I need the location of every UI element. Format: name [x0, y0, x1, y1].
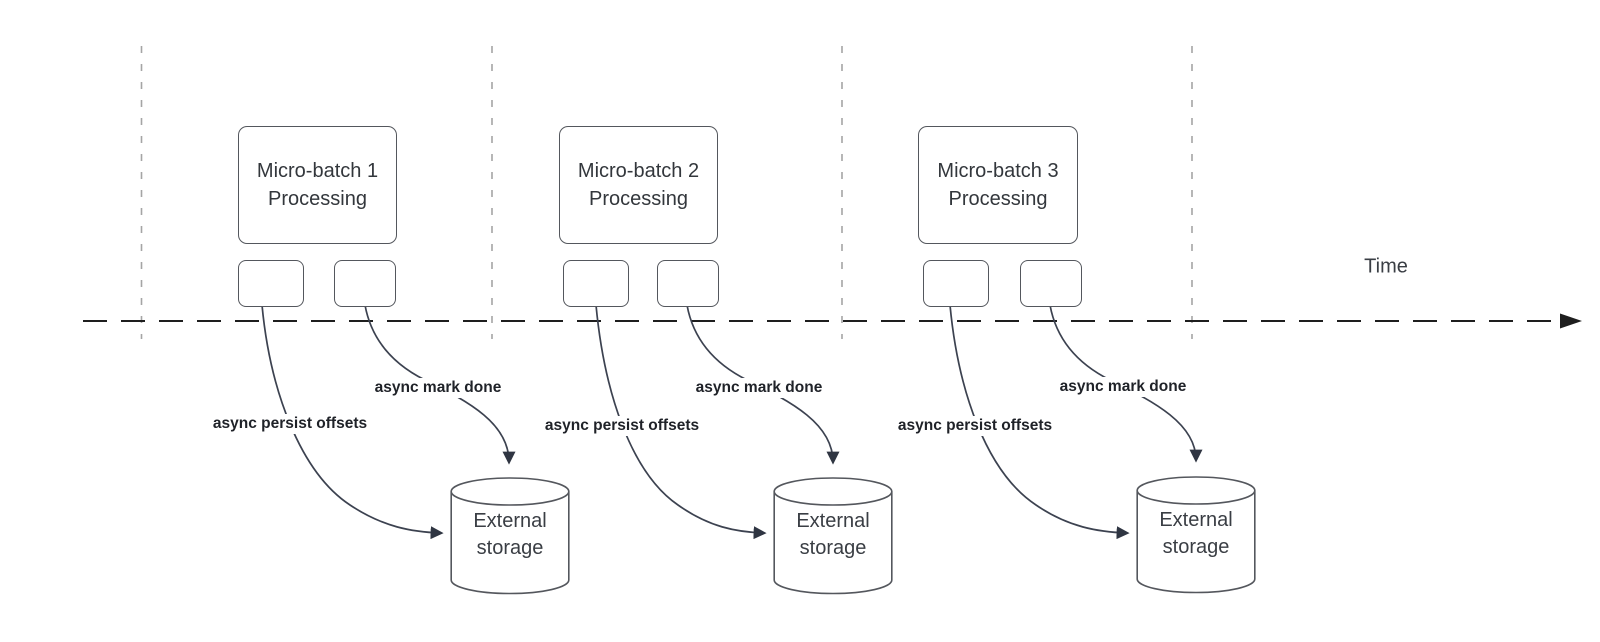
micro-batch-2-label: Micro-batch 2 Processing — [577, 160, 700, 210]
time-axis-arrowhead — [1560, 313, 1582, 329]
external-storage-3: External storage — [1136, 476, 1256, 594]
done-source-box-2 — [657, 260, 719, 307]
time-axis-label: Time — [1364, 255, 1408, 278]
external-storage-label-3: External storage — [1159, 509, 1233, 558]
micro-batch-1-box: Micro-batch 1 Processing — [238, 126, 397, 244]
mark-done-label-2: async mark done — [692, 378, 826, 398]
persist-source-box-3 — [923, 260, 989, 307]
micro-batch-3-box: Micro-batch 3 Processing — [918, 126, 1078, 244]
external-storage-2: External storage — [773, 477, 893, 595]
micro-batch-3-label: Micro-batch 3 Processing — [937, 160, 1059, 210]
cylinder-shape — [773, 477, 893, 595]
external-storage-label-1: External storage — [473, 510, 547, 559]
micro-batch-1-label: Micro-batch 1 Processing — [256, 160, 379, 210]
external-storage-1: External storage — [450, 477, 570, 595]
cylinder-shape — [450, 477, 570, 595]
persist-offsets-label-2: async persist offsets — [541, 416, 703, 436]
persist-offsets-label-1: async persist offsets — [209, 414, 371, 434]
persist-offsets-connector-2 — [595, 304, 767, 540]
persist-offsets-label-3: async persist offsets — [894, 416, 1056, 436]
mark-done-label-1: async mark done — [371, 378, 505, 398]
persist-source-box-2 — [563, 260, 629, 307]
persist-source-box-1 — [238, 260, 304, 307]
persist-offsets-connector-1 — [261, 304, 444, 540]
cylinder-shape — [1136, 476, 1256, 594]
micro-batch-2-box: Micro-batch 2 Processing — [559, 126, 718, 244]
mark-done-label-3: async mark done — [1056, 377, 1190, 397]
persist-offsets-connector-3 — [949, 304, 1130, 540]
external-storage-label-2: External storage — [796, 510, 870, 559]
done-source-box-3 — [1020, 260, 1082, 307]
done-source-box-1 — [334, 260, 396, 307]
